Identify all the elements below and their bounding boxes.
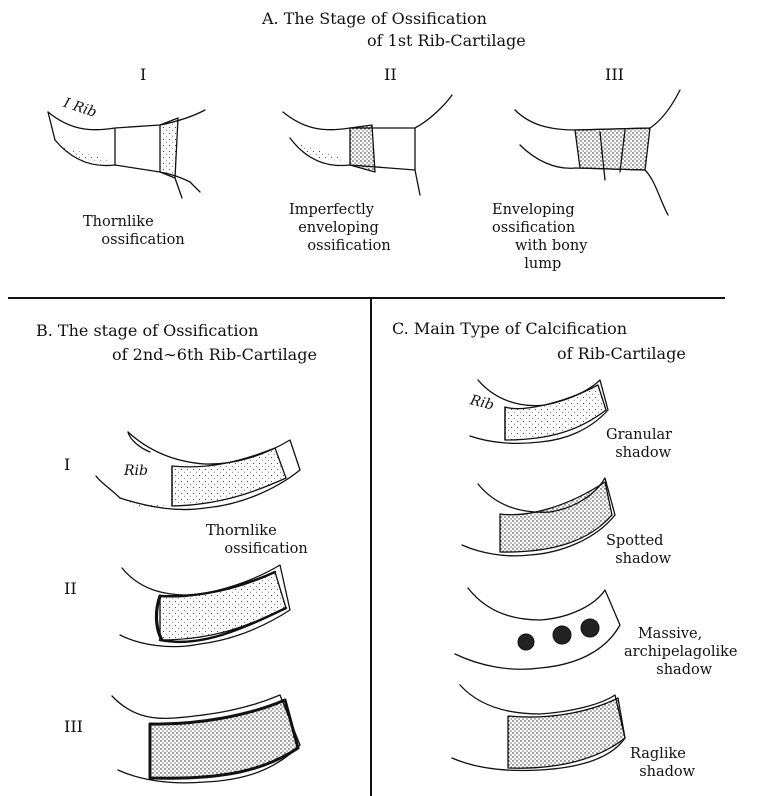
type-c4-caption: Raglike shadow <box>630 745 695 781</box>
type-c1-caption: Granular shadow <box>606 426 672 462</box>
type-c3-caption: Massive, archipelagolike shadow <box>624 625 737 679</box>
type-c2-caption: Spotted shadow <box>606 532 671 568</box>
